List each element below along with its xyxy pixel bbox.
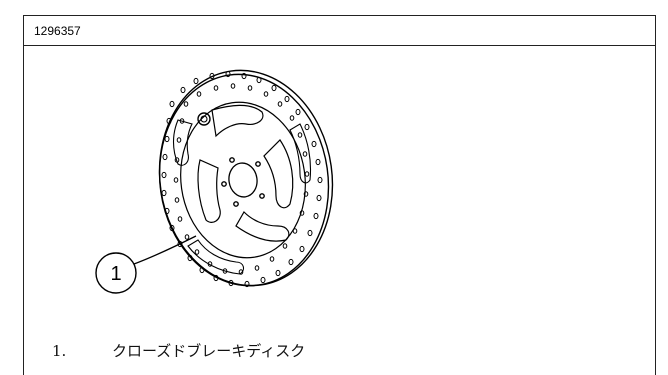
- figure-id: 1296357: [34, 24, 81, 38]
- legend-item: 1. クローズドブレーキディスク: [52, 340, 305, 361]
- legend-item-label: クローズドブレーキディスク: [112, 342, 306, 360]
- callout-number: 1: [110, 263, 121, 285]
- callout-leader-line: [133, 235, 197, 265]
- legend-item-number: 1.: [52, 342, 67, 360]
- figure-frame: [23, 15, 656, 375]
- brake-disc: [158, 69, 334, 288]
- figure-id-divider: [23, 45, 656, 46]
- callout-1: 1: [95, 252, 137, 294]
